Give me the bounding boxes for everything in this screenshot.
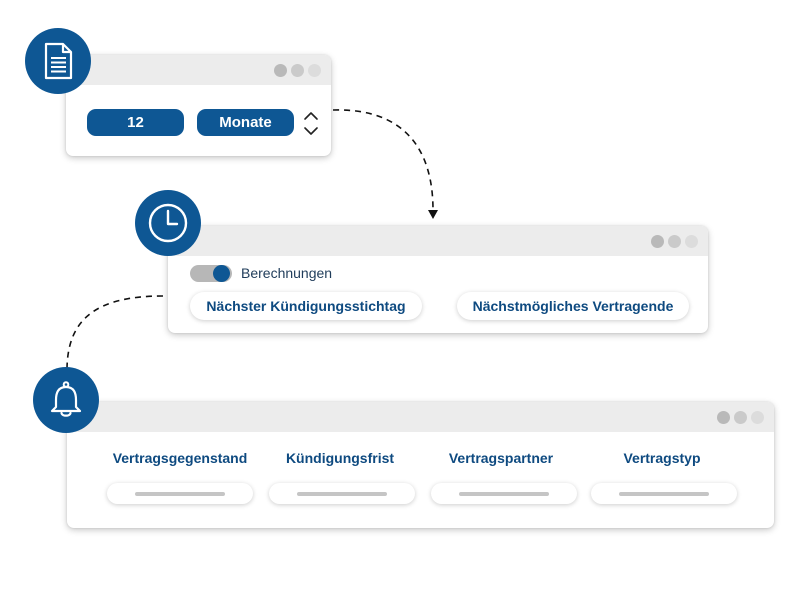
placeholder-line [459, 492, 549, 496]
toggle-knob [213, 265, 230, 282]
column-header-subject: Vertragsgegenstand [112, 450, 248, 466]
unit-stepper[interactable] [303, 109, 319, 139]
titlebar [168, 226, 708, 256]
placeholder-line [619, 492, 709, 496]
duration-window: 12 Monate [66, 55, 331, 156]
duration-unit-select[interactable]: Monate [197, 109, 294, 136]
calculations-toggle[interactable] [190, 265, 232, 282]
earliest-contract-end-button[interactable]: Nächstmögliches Vertragende [457, 292, 689, 320]
window-dot[interactable] [291, 64, 304, 77]
contract-details-window: Vertragsgegenstand Kündigungsfrist Vertr… [67, 402, 774, 528]
partner-field[interactable] [431, 483, 577, 504]
titlebar [67, 402, 774, 432]
chevron-down-icon [304, 127, 318, 135]
window-controls [717, 411, 764, 424]
contract-type-field[interactable] [591, 483, 737, 504]
window-dot[interactable] [274, 64, 287, 77]
window-dot[interactable] [308, 64, 321, 77]
clock-icon-badge [135, 190, 201, 256]
subject-field[interactable] [107, 483, 253, 504]
window-dot[interactable] [668, 235, 681, 248]
document-icon-badge [25, 28, 91, 94]
window-dot[interactable] [717, 411, 730, 424]
document-icon [44, 42, 73, 80]
window-dot[interactable] [651, 235, 664, 248]
window-dot[interactable] [751, 411, 764, 424]
next-termination-date-button[interactable]: Nächster Kündigungsstichtag [190, 292, 422, 320]
connector-path [66, 295, 164, 369]
clock-icon [148, 203, 188, 243]
column-header-partner: Vertragspartner [448, 450, 554, 466]
placeholder-line [297, 492, 387, 496]
window-dot[interactable] [734, 411, 747, 424]
window-dot[interactable] [685, 235, 698, 248]
titlebar [66, 55, 331, 85]
calculations-window: Berechnungen Nächster Kündigungsstichtag… [168, 226, 708, 333]
toggle-label: Berechnungen [241, 265, 333, 281]
duration-value-field[interactable]: 12 [87, 109, 184, 136]
column-header-contract-type: Vertragstyp [623, 450, 701, 466]
notice-period-field[interactable] [269, 483, 415, 504]
window-controls [274, 64, 321, 77]
chevron-up-icon [304, 112, 318, 120]
column-header-notice-period: Kündigungsfrist [285, 450, 395, 466]
bell-icon-badge [33, 367, 99, 433]
placeholder-line [135, 492, 225, 496]
window-controls [651, 235, 698, 248]
bell-icon [50, 381, 82, 417]
arrowhead [428, 210, 438, 219]
connector-arrow-path [332, 109, 434, 211]
